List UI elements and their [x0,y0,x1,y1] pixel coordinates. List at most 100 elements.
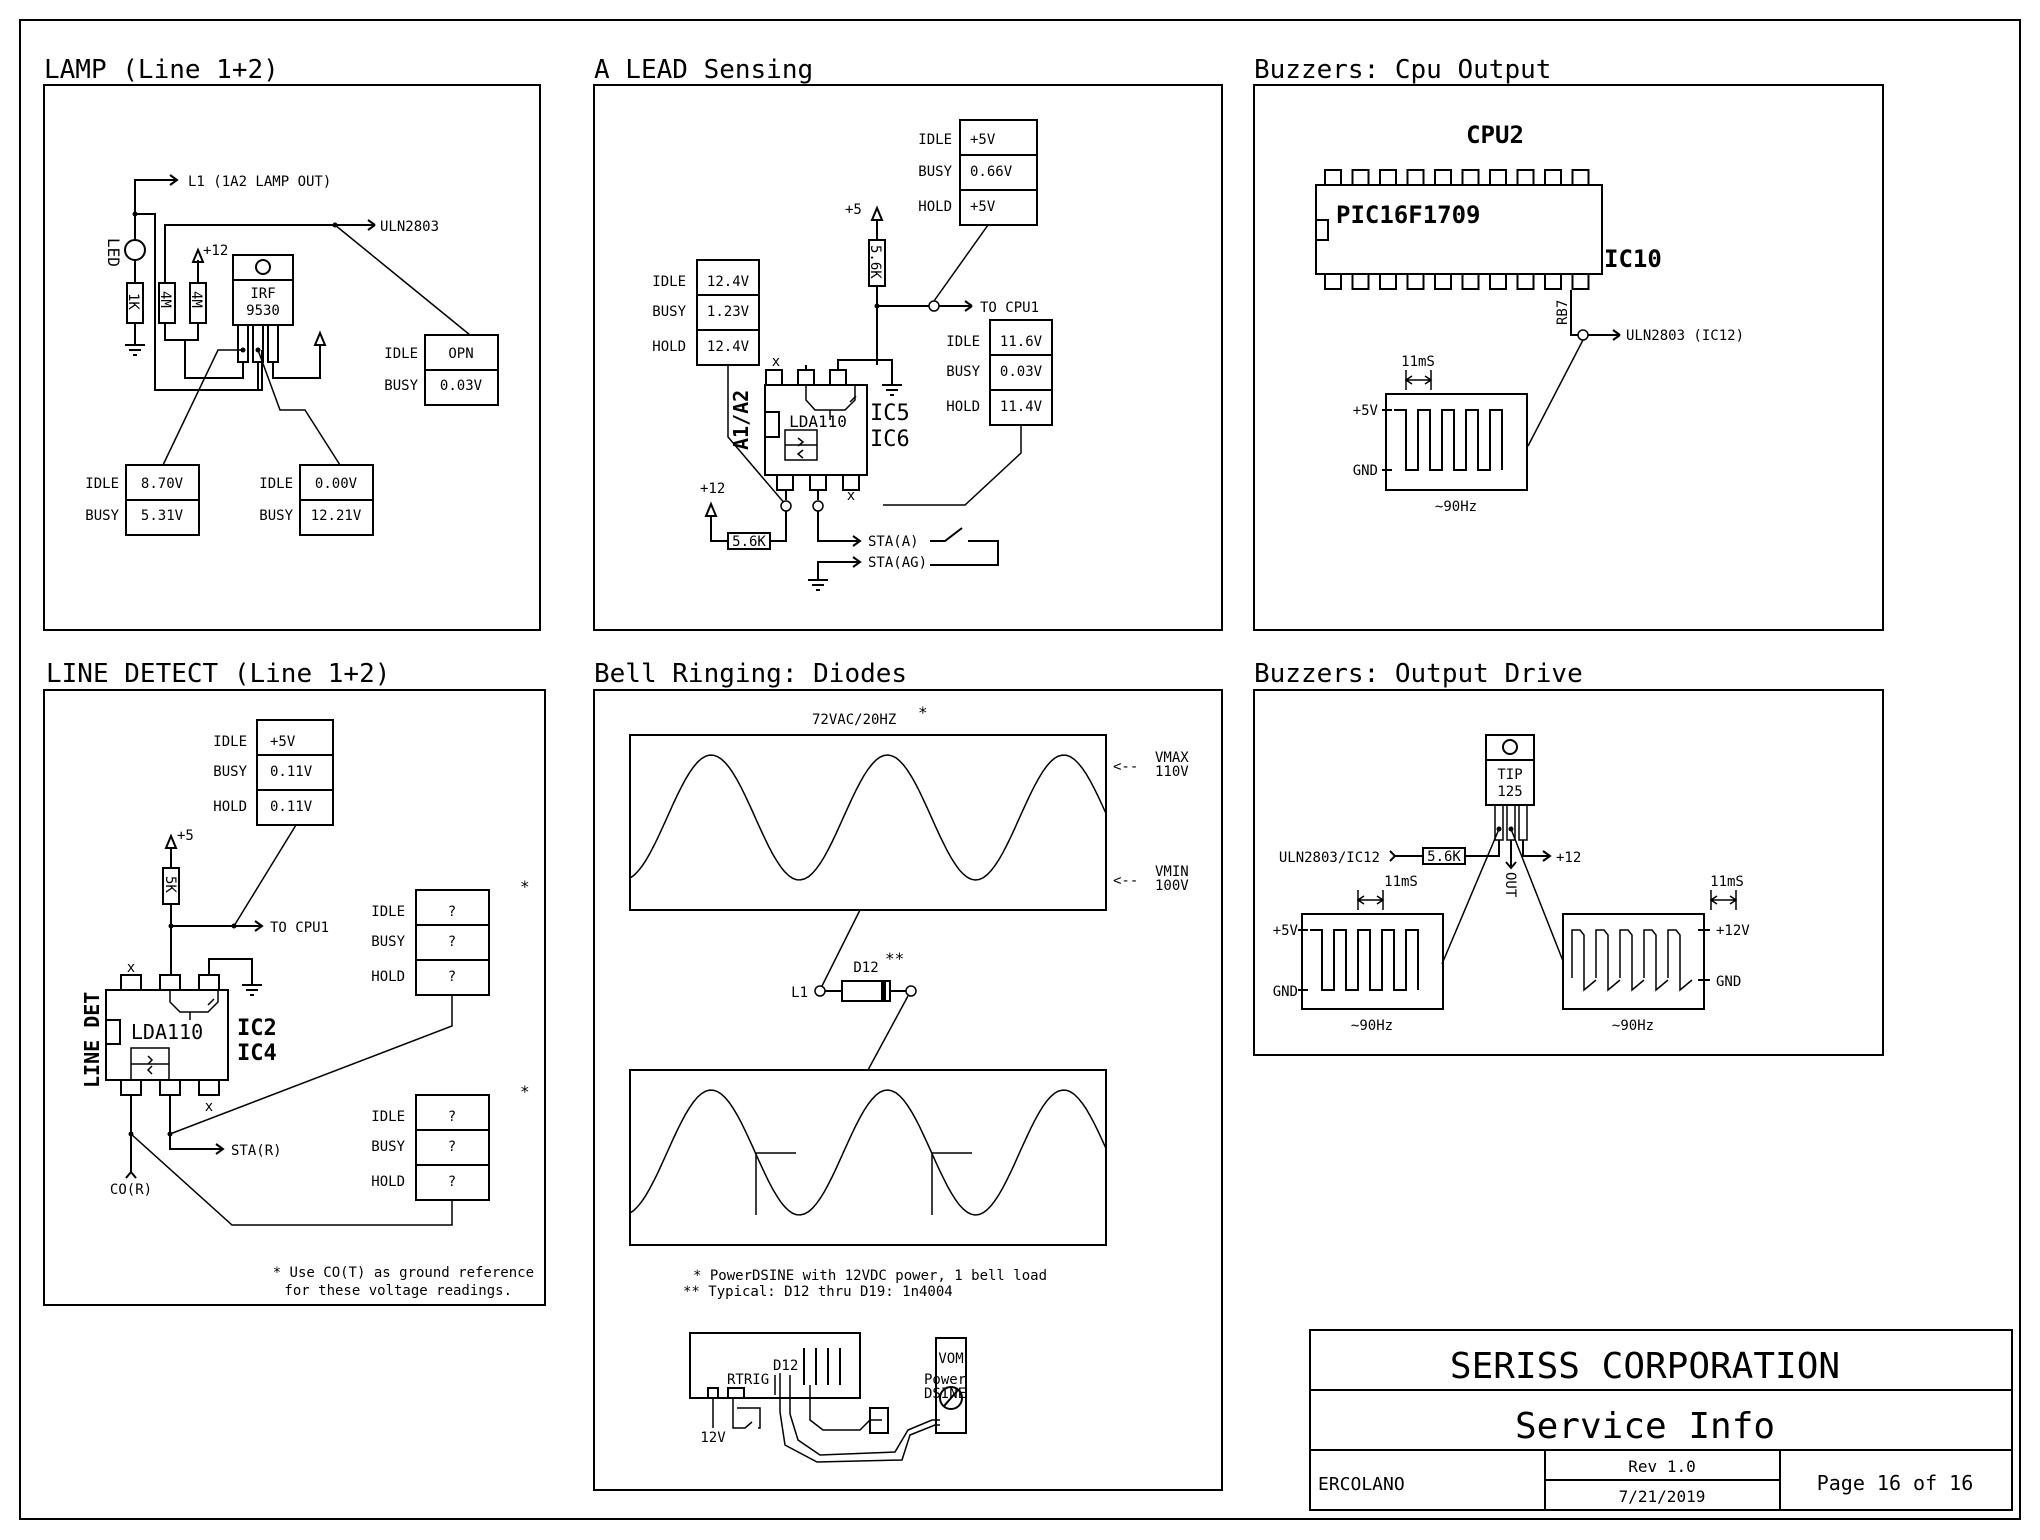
label-uln: ULN2803 [380,219,439,235]
svg-text:125: 125 [1497,784,1522,800]
footnote: ** Typical: D12 thru D19: 1n4004 [683,1284,953,1300]
svg-text:11.6V: 11.6V [1000,334,1043,350]
label-to-cpu: TO CPU1 [980,300,1039,316]
svg-text:HOLD: HOLD [918,199,952,215]
svg-text:BUSY: BUSY [259,508,293,524]
svg-text:BUSY: BUSY [213,764,247,780]
svg-text:D12: D12 [853,960,878,976]
panel-bell-ringing: Bell Ringing: Diodes 72VAC/20HZ * <-- VM… [593,659,1223,1491]
svg-text:+5V: +5V [1273,923,1299,939]
switch-icon [930,527,999,566]
svg-text:4M: 4M [157,291,173,308]
resistor-5k [162,867,180,905]
label-to-cpu: TO CPU1 [270,920,329,936]
rectifier-step [931,1152,972,1215]
svg-text:*: * [520,877,530,896]
supply-arrow-icon [164,833,178,849]
panel-title-line-detect: LINE DETECT (Line 1+2) [46,659,390,689]
label-sta-ag: STA(AG) [868,555,927,571]
transistor-tab [1485,734,1535,761]
svg-text:BUSY: BUSY [371,934,405,950]
svg-text:1.23V: 1.23V [707,304,750,320]
waveform-box [1301,913,1444,1010]
svg-text:VOM: VOM [938,1351,963,1367]
svg-text:TIP: TIP [1497,767,1522,783]
svg-text:LDA110: LDA110 [789,412,847,431]
svg-text:12.4V: 12.4V [707,339,750,355]
chip-pin [1324,273,1342,290]
reading-box: IDLE +5V BUSY 0.11V HOLD 0.11V [213,719,334,826]
reading-box: IDLE 11.6V BUSY 0.03V HOLD 11.4V [946,319,1053,426]
svg-text:12.21V: 12.21V [311,508,362,524]
reading-box: IDLE ? BUSY ? HOLD ? [371,889,490,996]
supply-arrow-icon [870,205,884,221]
resistor-4m [158,282,176,324]
chip-pic16f1709 [1315,184,1603,275]
svg-text:5.6K: 5.6K [732,534,766,550]
panel-title-cpu-output: Buzzers: Cpu Output [1254,55,1551,85]
svg-text:0.03V: 0.03V [1000,364,1043,380]
svg-text:CPU2: CPU2 [1466,121,1524,149]
svg-text:x: x [205,1099,213,1115]
panel-title-bell-ringing: Bell Ringing: Diodes [594,659,907,689]
svg-text:OPN: OPN [448,346,473,362]
svg-text:HOLD: HOLD [213,799,247,815]
svg-text:IDLE: IDLE [946,334,980,350]
svg-text:0.11V: 0.11V [270,799,313,815]
panel-cpu-output: Buzzers: Cpu Output CPU2 PIC16F1709 IC10… [1253,55,1884,631]
svg-text:9530: 9530 [246,303,280,319]
chip-pin [1544,273,1562,290]
svg-text:100V: 100V [1155,878,1189,894]
svg-text:~90Hz: ~90Hz [1435,499,1477,515]
svg-text:5.6K: 5.6K [867,245,883,279]
label-sta-a: STA(A) [868,534,919,550]
svg-text:+5V: +5V [1353,403,1379,419]
svg-text:BUSY: BUSY [918,164,952,180]
svg-text:IC2: IC2 [237,1016,277,1041]
svg-text:+5: +5 [177,828,194,844]
svg-text:4M: 4M [188,291,204,308]
revision: Rev 1.0 [1628,1457,1695,1476]
panel-line-detect: LINE DETECT (Line 1+2) IDLE +5V BUSY 0.1… [43,659,546,1306]
rectified-wave [629,1089,1107,1216]
svg-text:IRF: IRF [250,286,275,302]
svg-text:5K: 5K [162,876,178,893]
svg-text:+12: +12 [700,481,725,497]
reading-box: IDLE ? BUSY ? HOLD ? [371,1094,490,1201]
svg-text:<--: <-- [1113,759,1138,775]
chip-pin [1406,273,1425,290]
supply-arrow-icon [313,330,327,346]
svg-text:~90Hz: ~90Hz [1351,1018,1393,1034]
ground-icon [808,579,828,591]
svg-text:11.4V: 11.4V [1000,399,1043,415]
svg-text:HOLD: HOLD [652,339,686,355]
svg-text:IDLE: IDLE [384,346,418,362]
label-uln-ic12: ULN2803/IC12 [1279,850,1380,866]
panel-frame [43,84,541,631]
svg-text:BUSY: BUSY [946,364,980,380]
svg-text:*: * [918,703,928,722]
svg-text:A1/A2: A1/A2 [729,390,753,450]
svg-text:0.00V: 0.00V [315,476,358,492]
supply-arrow-icon [191,247,205,263]
panel-frame [1253,84,1884,631]
svg-text:VMIN: VMIN [1155,864,1189,880]
date: 7/21/2019 [1619,1487,1706,1506]
ringer-board [689,1332,861,1399]
waveform-box [629,734,1107,911]
svg-text:GND: GND [1353,463,1378,479]
svg-text:RB7: RB7 [1555,300,1571,325]
reading-box: IDLE 0.00V BUSY 12.21V [259,464,374,536]
footnote: * Use CO(T) as ground reference [273,1265,534,1281]
chip-pin [1571,273,1590,290]
panel-a-lead: A LEAD Sensing IDLE +5V BUSY 0.66V HOLD … [593,55,1223,631]
waveform-box [629,1069,1107,1246]
svg-text:BUSY: BUSY [384,378,418,394]
svg-text:+5V: +5V [270,734,296,750]
svg-text:IC5: IC5 [870,401,910,426]
svg-text:LDA110: LDA110 [131,1020,203,1044]
vom-meter [935,1337,967,1434]
svg-text:RTRIG: RTRIG [727,1372,769,1388]
svg-text:L1: L1 [791,985,808,1001]
